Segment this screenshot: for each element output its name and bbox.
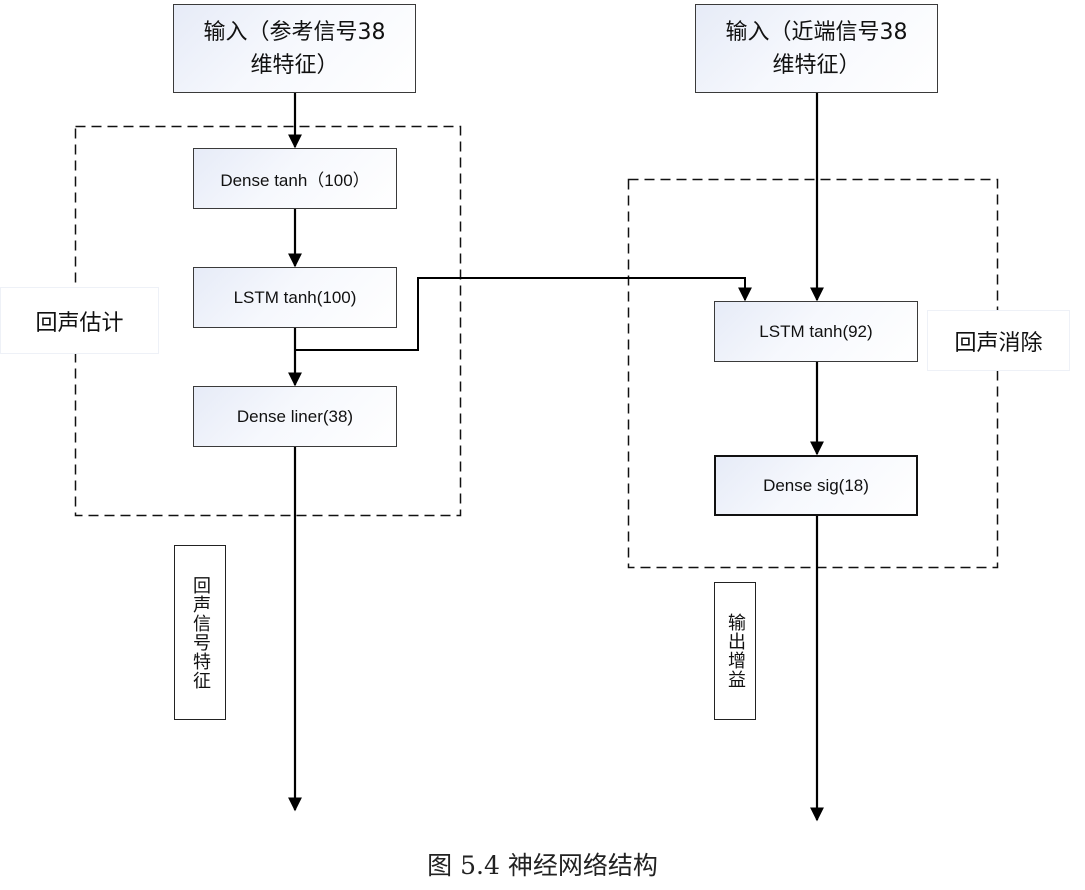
arrow-left-lstm-to-right-lstm xyxy=(295,277,752,351)
lstm-left-layer: LSTM tanh(100) xyxy=(193,267,397,328)
echo-estimation-label: 回声估计 xyxy=(0,287,159,354)
output-gain-text: 输出增益 xyxy=(725,613,746,689)
reference-input-line2: 维特征） xyxy=(250,52,339,78)
echo-cancellation-group-border xyxy=(627,178,999,569)
dense-sig-layer: Dense sig(18) xyxy=(714,455,918,516)
echo-estimation-text: 回声估计 xyxy=(35,310,124,336)
echo-cancellation-label: 回声消除 xyxy=(927,310,1070,371)
dense-liner-label: Dense liner(38) xyxy=(236,406,354,426)
output-gain-label: 输出增益 xyxy=(714,582,756,720)
nearend-signal-input-node: 输入（近端信号38 维特征） xyxy=(695,4,938,93)
echo-signal-features-text: 回声信号特征 xyxy=(190,575,211,690)
nearend-input-line2: 维特征） xyxy=(772,52,861,78)
dense-tanh-layer: Dense tanh（100） xyxy=(193,148,397,209)
lstm-right-layer: LSTM tanh(92) xyxy=(714,301,918,362)
echo-signal-features-output-label: 回声信号特征 xyxy=(174,545,226,720)
figure-caption: 图 5.4 神经网络结构 xyxy=(427,851,658,880)
nearend-input-line1: 输入（近端信号38 xyxy=(725,19,908,45)
lstm-left-label: LSTM tanh(100) xyxy=(233,287,357,307)
echo-cancellation-text: 回声消除 xyxy=(954,330,1043,356)
dense-liner-layer: Dense liner(38) xyxy=(193,386,397,447)
dense-sig-label: Dense sig(18) xyxy=(763,475,869,495)
dense-tanh-label: Dense tanh（100） xyxy=(220,171,370,190)
reference-input-line1: 输入（参考信号38 xyxy=(203,19,386,45)
reference-signal-input-node: 输入（参考信号38 维特征） xyxy=(173,4,416,93)
lstm-right-label: LSTM tanh(92) xyxy=(759,321,873,341)
